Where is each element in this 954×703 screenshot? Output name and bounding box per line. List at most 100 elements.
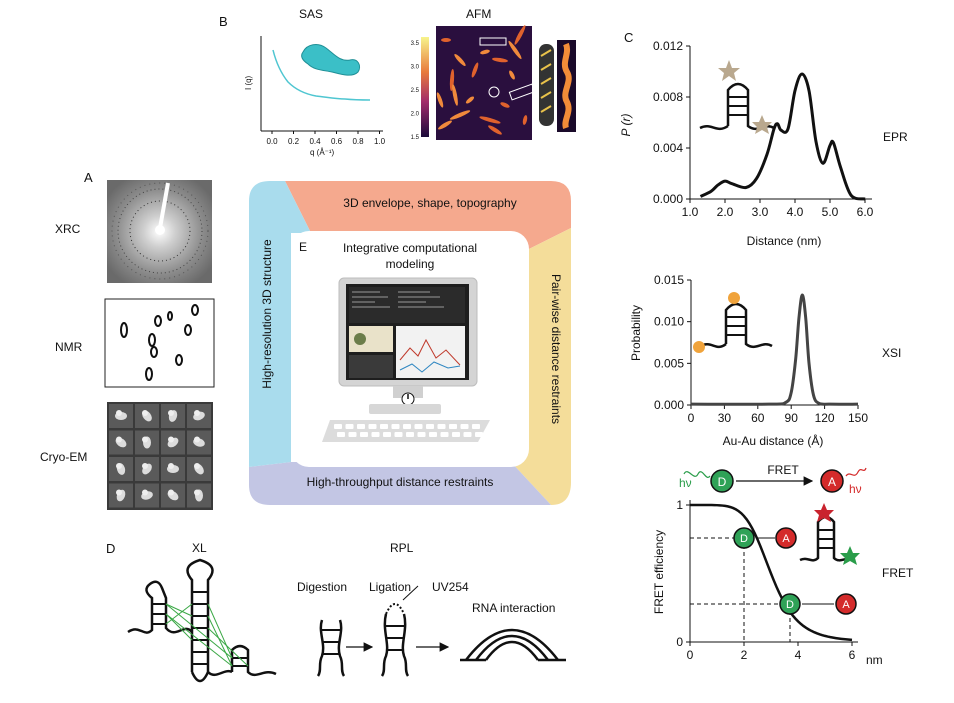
x-tick-label: 6 xyxy=(849,648,856,662)
keyboard-key xyxy=(449,424,457,429)
afm-molecule xyxy=(480,49,490,55)
y-tick-label: 1 xyxy=(676,498,683,512)
x-tick-label: 4.0 xyxy=(787,205,804,219)
fret-hairpin-schematic xyxy=(799,503,860,565)
keyboard-key xyxy=(383,432,391,437)
ligation-label: Ligation xyxy=(369,580,411,594)
xl-crosslink-schematic xyxy=(127,558,277,683)
afm-molecule xyxy=(436,92,444,108)
cryoem-label: Cryo-EM xyxy=(40,450,87,464)
x-tick-label: 150 xyxy=(848,411,868,425)
frame-bottom-band xyxy=(249,462,551,505)
fret-pair-far: D A xyxy=(779,593,857,615)
x-tick-label: 6.0 xyxy=(857,205,874,219)
x-tick-label: 0 xyxy=(687,648,694,662)
keyboard-key xyxy=(460,424,469,429)
keyboard-key xyxy=(452,432,460,437)
keyboard-key xyxy=(394,432,403,437)
afm-molecule xyxy=(449,110,471,120)
afm-molecule xyxy=(522,115,528,125)
sas-tick-label: 0.0 xyxy=(266,137,278,146)
panel-a-letter: A xyxy=(84,170,93,185)
spin-label-star-icon xyxy=(718,60,740,81)
x-tick-label: 60 xyxy=(751,411,765,425)
afm-molecule xyxy=(509,70,515,80)
afm-tick-label: 3.0 xyxy=(411,65,420,71)
y-tick-label: 0.010 xyxy=(654,315,684,329)
keyboard-key xyxy=(463,432,472,437)
afm-tick-label: 2.5 xyxy=(411,88,420,94)
sas-xlabel: q (Å⁻¹) xyxy=(310,148,335,157)
rpl-title: RPL xyxy=(390,541,414,555)
x-tick-label: 5.0 xyxy=(822,205,839,219)
sas-tick-label: 0.2 xyxy=(288,137,300,146)
panel-b-letter: B xyxy=(219,14,228,29)
afm-molecule xyxy=(492,57,508,63)
svg-text:A: A xyxy=(782,533,790,545)
keyboard-key xyxy=(360,432,368,437)
keyboard-key xyxy=(417,432,426,437)
svg-text:D: D xyxy=(786,599,794,611)
keyboard-key xyxy=(345,424,354,429)
uv-label: UV254 xyxy=(432,580,469,594)
sas-envelope-model xyxy=(301,44,361,76)
digestion-label: Digestion xyxy=(297,580,347,594)
xl-title: XL xyxy=(192,541,207,555)
keyboard-key xyxy=(337,432,345,437)
afm-molecule xyxy=(471,62,479,78)
afm-tick-label: 3.5 xyxy=(411,41,420,47)
keyboard-key xyxy=(429,432,437,437)
acceptor-star-icon xyxy=(814,503,834,522)
frame-left-band xyxy=(249,181,311,467)
y-tick-label: 0.015 xyxy=(654,273,684,287)
frame-right-label: Pair-wise distance restraints xyxy=(549,274,563,424)
xsi-hairpin-schematic xyxy=(693,292,773,353)
afm-title: AFM xyxy=(466,7,491,21)
fret-ylabel: FRET efficiency xyxy=(652,530,666,614)
sas-tick-label: 1.0 xyxy=(374,137,386,146)
keyboard-key xyxy=(348,432,357,437)
donor-star-icon xyxy=(840,546,860,565)
afm-molecule xyxy=(452,84,458,106)
x-tick-label: 0 xyxy=(688,411,695,425)
afm-molecule xyxy=(508,40,522,60)
rna-interaction-label: RNA interaction xyxy=(472,601,555,615)
fret-hv-in: hν xyxy=(679,476,692,490)
keyboard-key xyxy=(357,424,365,429)
xrc-image xyxy=(107,180,212,283)
sas-curve xyxy=(272,49,371,101)
panel-d: D XL RPL Digestion Ligati xyxy=(106,541,566,683)
donor-letter: D xyxy=(718,475,727,489)
nmr-image xyxy=(104,298,215,388)
gold-nanoparticle-icon xyxy=(693,341,705,353)
afm-molecule xyxy=(488,125,502,135)
keyboard-key xyxy=(391,424,400,429)
center-title-line2: modeling xyxy=(386,257,435,271)
epr-ylabel: P (r) xyxy=(619,114,633,137)
y-tick-label: 0.012 xyxy=(653,39,683,53)
gold-nanoparticle-icon xyxy=(728,292,740,304)
panel-e-letter: E xyxy=(299,240,307,254)
frame-left-label: High-resolution 3D structure xyxy=(260,239,274,389)
y-tick-label: 0.000 xyxy=(653,192,683,206)
fret-arrow-label: FRET xyxy=(767,463,799,477)
y-tick-label: 0.005 xyxy=(654,356,684,370)
afm-ticks: 3.53.02.52.01.5 xyxy=(411,41,420,141)
keyboard-key xyxy=(437,424,446,429)
keyboard-key xyxy=(414,424,423,429)
epr-hairpin-schematic xyxy=(699,60,775,134)
x-tick-label: 120 xyxy=(815,411,835,425)
panel-a: A XRC NMR Cryo-EM xyxy=(40,170,215,510)
afm-tick-label: 2.0 xyxy=(411,112,420,118)
x-tick-label: 4 xyxy=(795,648,802,662)
afm-molecule xyxy=(479,116,501,124)
frame-bottom-label: High-throughput distance restraints xyxy=(307,475,494,489)
panel-d-letter: D xyxy=(106,541,115,556)
epr-title: EPR xyxy=(883,130,908,144)
cryoem-image xyxy=(107,402,213,510)
